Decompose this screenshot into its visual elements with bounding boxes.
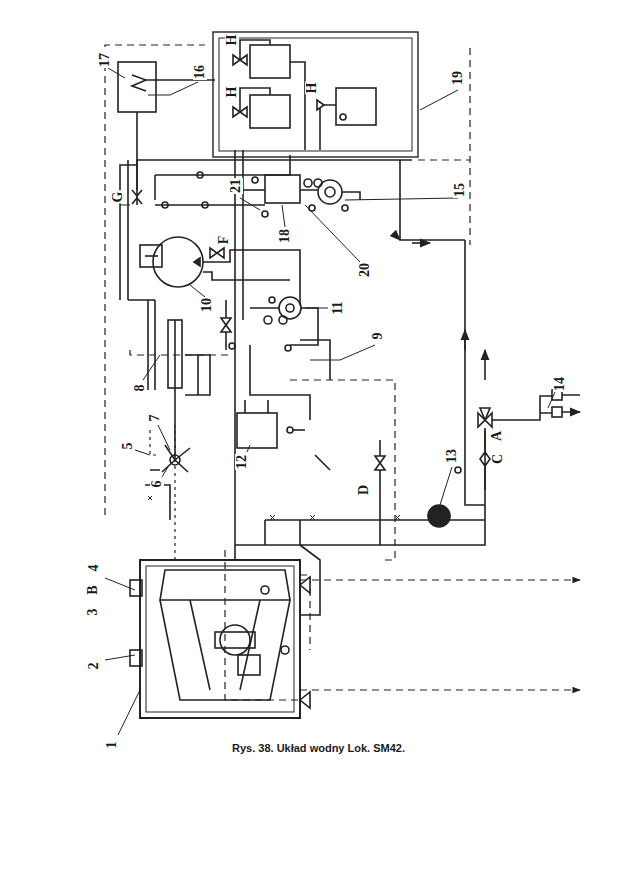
callout-number: 7 [148, 414, 162, 423]
valve-letter: A [490, 430, 504, 442]
callout-number: 5 [121, 442, 135, 451]
valve-letter: B [86, 584, 100, 595]
callout-number: 6 [150, 480, 164, 489]
callout-number: 19 [451, 70, 465, 86]
callout-number: 16 [193, 64, 207, 80]
valve-letter: H [305, 82, 319, 95]
callout-number: 14 [553, 376, 567, 392]
callout-number: 13 [445, 448, 459, 464]
callout-number: 10 [200, 297, 214, 313]
callout-number: 15 [453, 182, 467, 198]
valve-letter: H [225, 34, 239, 47]
callout-number: 8 [133, 384, 147, 393]
valve-letter: G [111, 191, 125, 204]
valve-letter: H [225, 86, 239, 99]
callout-number: 2 [87, 662, 101, 671]
callout-number: 3 [86, 608, 100, 617]
valve-letter: F [217, 235, 231, 246]
callout-number: 21 [229, 178, 243, 194]
callout-number: 9 [371, 332, 385, 341]
figure-caption: Rys. 38. Układ wodny Lok. SM42. [232, 742, 405, 754]
valve-letter: C [491, 453, 505, 465]
callout-number: 12 [235, 454, 249, 470]
callout-number: 20 [358, 262, 372, 278]
callout-number: 11 [331, 300, 345, 315]
callout-number: 18 [278, 228, 292, 244]
valve-letter: D [357, 484, 371, 496]
callout-number: 1 [105, 741, 119, 750]
callout-number: 4 [87, 564, 101, 573]
callout-number: 17 [98, 52, 112, 68]
